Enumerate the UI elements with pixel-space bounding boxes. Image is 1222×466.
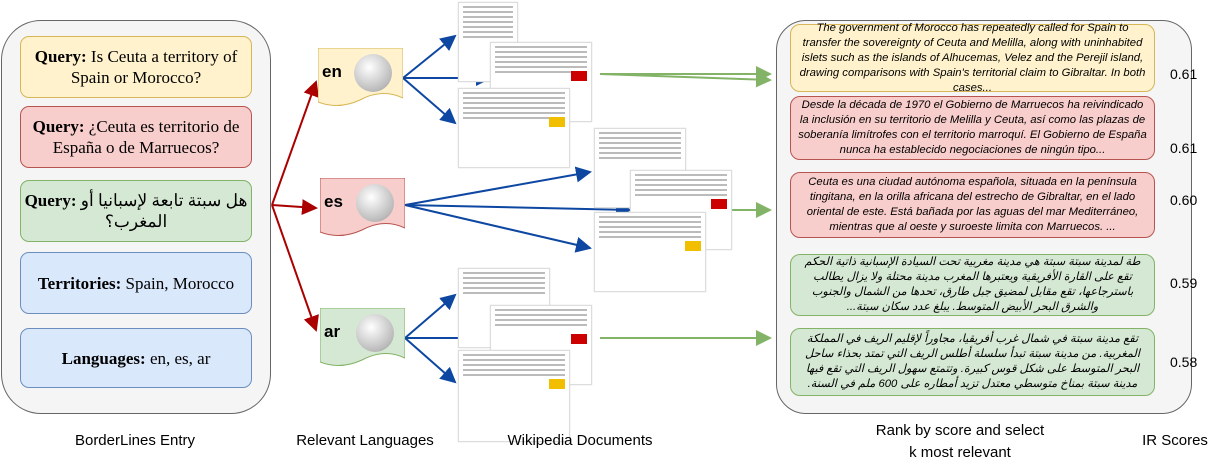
lang-code: es: [324, 192, 343, 211]
ir-score: 0.59: [1170, 275, 1198, 291]
lang-ar: ar: [320, 308, 405, 370]
languages-text: en, es, ar: [149, 348, 211, 368]
lang-es: es: [320, 178, 405, 240]
query-text: ¿Ceuta es territorio de España o de Marr…: [52, 117, 240, 157]
lang-code: ar: [324, 322, 341, 341]
query-ar: Query: هل سبتة تابعة لإسبانيا أو المغرب؟: [20, 180, 252, 242]
query-text: Is Ceuta a territory of Spain or Morocco…: [70, 47, 238, 87]
result-passage: Ceuta es una ciudad autónoma española, s…: [790, 172, 1155, 238]
ir-score: 0.61: [1170, 140, 1198, 156]
wikipedia-globe-icon: [354, 54, 392, 92]
ir-score: 0.61: [1170, 66, 1198, 82]
languages-label: Languages:: [61, 348, 146, 368]
caption-scores: IR Scores: [1142, 432, 1208, 449]
wikipedia-globe-icon: [356, 314, 394, 352]
caption-langs: Relevant Languages: [296, 432, 434, 449]
lang-code: en: [322, 62, 342, 81]
caption-rank: Rank by score and select k most relevant: [875, 422, 1045, 461]
result-passage: طة لمدينة سبتة سبتة هي مدينة مغربية تحت …: [790, 254, 1155, 316]
query-text: هل سبتة تابعة لإسبانيا أو المغرب؟: [80, 191, 248, 231]
result-passage: Desde la década de 1970 el Gobierno de M…: [790, 96, 1155, 160]
query-label: Query:: [32, 117, 85, 136]
wiki-doc-thumbnail: [458, 350, 570, 442]
query-en: Query: Is Ceuta a territory of Spain or …: [20, 36, 252, 98]
query-label: Query:: [34, 47, 87, 66]
territories-label: Territories:: [37, 273, 122, 293]
caption-docs: Wikipedia Documents: [507, 432, 653, 449]
territories-text: Spain, Morocco: [125, 273, 235, 293]
query-label: Query:: [24, 191, 77, 210]
ir-score: 0.60: [1170, 192, 1198, 208]
result-passage: The government of Morocco has repeatedly…: [790, 22, 1155, 94]
caption-entry: BorderLines Entry: [74, 432, 196, 449]
ir-score: 0.58: [1170, 354, 1198, 370]
wikipedia-globe-icon: [356, 184, 394, 222]
wiki-doc-thumbnail: [594, 212, 706, 292]
query-es: Query: ¿Ceuta es territorio de España o …: [20, 106, 252, 168]
lang-en: en: [318, 48, 403, 110]
languages-box: Languages: en, es, ar: [20, 328, 252, 388]
territories-box: Territories: Spain, Morocco: [20, 252, 252, 314]
wiki-doc-thumbnail: [458, 88, 570, 168]
result-passage: تقع مدينة سبتة في شمال غرب أفريقيا، مجاو…: [790, 328, 1155, 396]
